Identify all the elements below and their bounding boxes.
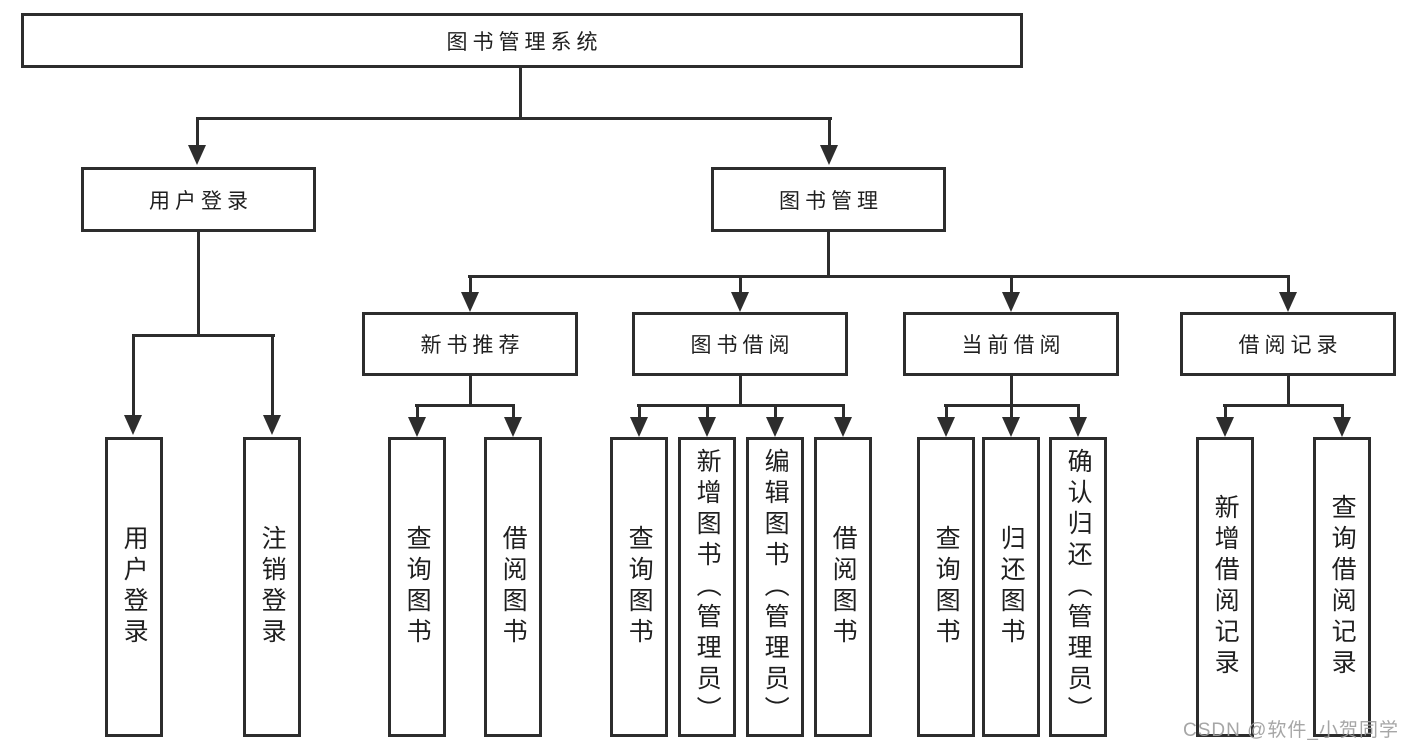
connector-drop-borrow-record bbox=[1287, 278, 1290, 292]
connector-drop-edit-book bbox=[774, 407, 777, 417]
arrowhead-query-recommend bbox=[408, 417, 426, 437]
connector-drop-confirm-return bbox=[1077, 407, 1080, 417]
leaf-return-books: 归还图书 bbox=[982, 437, 1040, 737]
connector-drop-current-borrow bbox=[1010, 278, 1013, 292]
connector-drop-return-books bbox=[1010, 407, 1013, 417]
arrowhead-user-login bbox=[188, 145, 206, 165]
node-borrow-record: 借阅记录 bbox=[1180, 312, 1396, 376]
arrowhead-book-borrow bbox=[731, 292, 749, 312]
connector-drop-leaf-logout bbox=[271, 337, 274, 415]
leaf-borrow-books-recommend: 借阅图书 bbox=[484, 437, 542, 737]
leaf-logout: 注销登录 bbox=[243, 437, 301, 737]
node-root: 图书管理系统 bbox=[21, 13, 1023, 68]
arrowhead-edit-book bbox=[766, 417, 784, 437]
connector-current-bar bbox=[944, 404, 1080, 407]
arrowhead-return-books bbox=[1002, 417, 1020, 437]
connector-drop-add-record bbox=[1224, 407, 1227, 417]
connector-drop-query-recommend bbox=[416, 407, 419, 417]
connector-book-management-bar bbox=[468, 275, 1290, 278]
arrowhead-leaf-logout bbox=[263, 415, 281, 435]
node-user-login: 用户登录 bbox=[81, 167, 316, 232]
node-new-book-recommend: 新书推荐 bbox=[362, 312, 578, 376]
arrowhead-new-book-recommend bbox=[461, 292, 479, 312]
arrowhead-confirm-return bbox=[1069, 417, 1087, 437]
leaf-edit-book-admin: 编辑图书（管理员） bbox=[746, 437, 804, 737]
arrowhead-borrow-recommend bbox=[504, 417, 522, 437]
leaf-add-book-admin: 新增图书（管理员） bbox=[678, 437, 736, 737]
connector-borrow-stem bbox=[739, 376, 742, 404]
connector-user-login-stem bbox=[197, 232, 200, 334]
connector-drop-borrow-recommend bbox=[512, 407, 515, 417]
connector-drop-query-current bbox=[945, 407, 948, 417]
arrowhead-query-current bbox=[937, 417, 955, 437]
arrowhead-query-record bbox=[1333, 417, 1351, 437]
arrowhead-add-record bbox=[1216, 417, 1234, 437]
leaf-query-books-borrow: 查询图书 bbox=[610, 437, 668, 737]
connector-drop-book-management bbox=[828, 120, 831, 147]
connector-drop-borrow-books bbox=[842, 407, 845, 417]
leaf-query-books-current: 查询图书 bbox=[917, 437, 975, 737]
leaf-query-books-recommend: 查询图书 bbox=[388, 437, 446, 737]
node-book-borrow: 图书借阅 bbox=[632, 312, 848, 376]
connector-recommend-bar bbox=[415, 404, 515, 407]
node-book-management: 图书管理 bbox=[711, 167, 946, 232]
leaf-user-login: 用户登录 bbox=[105, 437, 163, 737]
connector-drop-query-borrow bbox=[638, 407, 641, 417]
connector-record-bar bbox=[1223, 404, 1344, 407]
arrowhead-query-borrow bbox=[630, 417, 648, 437]
connector-current-stem bbox=[1010, 376, 1013, 404]
connector-record-stem bbox=[1287, 376, 1290, 404]
node-current-borrow: 当前借阅 bbox=[903, 312, 1119, 376]
connector-recommend-stem bbox=[469, 376, 472, 404]
leaf-query-borrow-record: 查询借阅记录 bbox=[1313, 437, 1371, 737]
arrowhead-borrow-record bbox=[1279, 292, 1297, 312]
arrowhead-book-management bbox=[820, 145, 838, 165]
connector-root-bar bbox=[196, 117, 832, 120]
arrowhead-add-book bbox=[698, 417, 716, 437]
arrowhead-current-borrow bbox=[1002, 292, 1020, 312]
connector-borrow-bar bbox=[637, 404, 845, 407]
connector-root-stem bbox=[519, 68, 522, 117]
arrowhead-leaf-user-login bbox=[124, 415, 142, 435]
leaf-add-borrow-record: 新增借阅记录 bbox=[1196, 437, 1254, 737]
connector-user-login-bar bbox=[132, 334, 275, 337]
connector-drop-new-book-recommend bbox=[469, 278, 472, 292]
connector-drop-user-login bbox=[196, 120, 199, 147]
leaf-borrow-books: 借阅图书 bbox=[814, 437, 872, 737]
leaf-confirm-return-admin: 确认归还（管理员） bbox=[1049, 437, 1107, 737]
connector-drop-add-book bbox=[706, 407, 709, 417]
connector-drop-query-record bbox=[1341, 407, 1344, 417]
arrowhead-borrow-books bbox=[834, 417, 852, 437]
csdn-watermark: CSDN @软件_小贺同学 bbox=[1183, 720, 1399, 741]
connector-book-management-stem bbox=[827, 232, 830, 275]
connector-drop-leaf-user-login bbox=[132, 337, 135, 415]
connector-drop-book-borrow bbox=[739, 278, 742, 292]
